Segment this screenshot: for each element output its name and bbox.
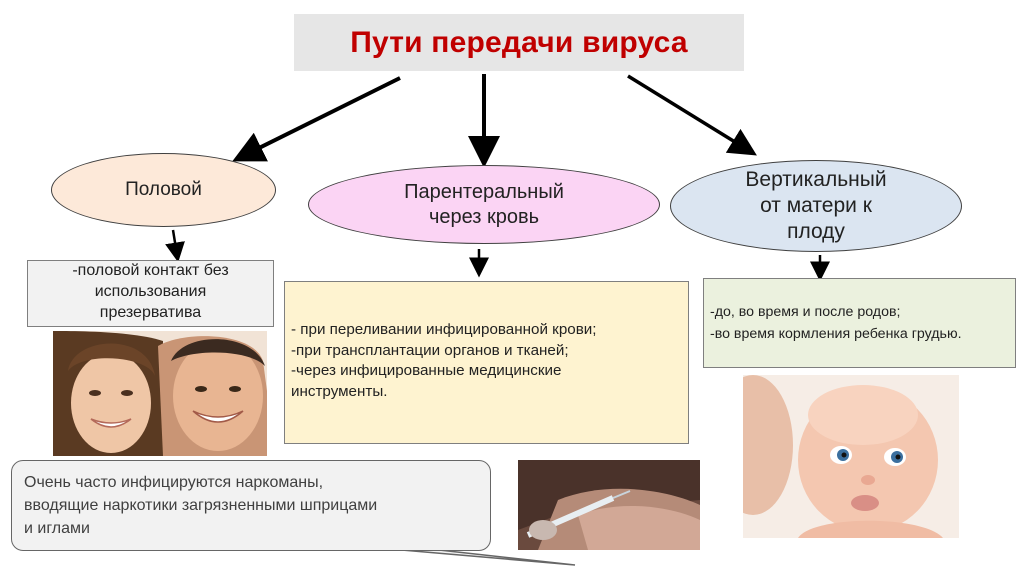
callout-line-1: Очень часто инфицируются наркоманы, xyxy=(24,474,324,491)
detail-sexual: -половой контакт без использования презе… xyxy=(27,260,274,327)
detail-vertical: -до, во время и после родов; -во время к… xyxy=(703,278,1016,368)
node-parenteral-label-1: Парентеральный xyxy=(404,180,564,203)
callout-tail xyxy=(389,548,576,566)
arrow-to-vertical xyxy=(627,74,757,156)
detail-vertical-item: -во время кормления ребенка грудью. xyxy=(710,326,962,342)
detail-sexual-line-1: -половой контакт без xyxy=(72,262,229,279)
node-parenteral: Парентеральный через кровь xyxy=(308,165,660,244)
callout-line-3: и иглами xyxy=(24,520,90,538)
node-sexual: Половой xyxy=(51,153,276,227)
node-vertical: Вертикальный от матери к плоду xyxy=(670,160,962,252)
node-vertical-label-2: от матери к xyxy=(760,193,872,217)
node-vertical-label-1: Вертикальный xyxy=(745,167,887,191)
detail-vertical-item: -до, во время и после родов; xyxy=(710,304,901,320)
callout-note: Очень часто инфицируются наркоманы, ввод… xyxy=(11,460,491,551)
node-parenteral-label-2: через кровь xyxy=(428,205,540,228)
detail-sexual-line-3: презерватива xyxy=(99,303,202,321)
node-vertical-label-3: плоду xyxy=(787,220,845,244)
node-sexual-label: Половой xyxy=(125,179,202,201)
arrow-sexual-detail xyxy=(165,229,185,263)
detail-parenteral-item: инструменты. xyxy=(291,382,388,400)
detail-parenteral-item: -через инфицированные медицинские xyxy=(291,362,562,380)
syringe-photo xyxy=(518,460,700,550)
detail-parenteral-item: -при трансплантации органов и тканей; xyxy=(291,341,569,359)
couple-photo xyxy=(53,331,267,456)
arrow-to-sexual xyxy=(232,76,401,162)
baby-photo xyxy=(743,375,959,538)
title-box: Пути передачи вируса xyxy=(294,14,744,71)
detail-parenteral: - при переливании инфицированной крови; … xyxy=(284,281,689,444)
callout-line-2: вводящие наркотики загрязненными шприцам… xyxy=(24,497,378,515)
detail-sexual-line-2: использования xyxy=(94,282,207,300)
page-title: Пути передачи вируса xyxy=(350,25,688,59)
detail-parenteral-item: - при переливании инфицированной крови; xyxy=(291,321,597,338)
